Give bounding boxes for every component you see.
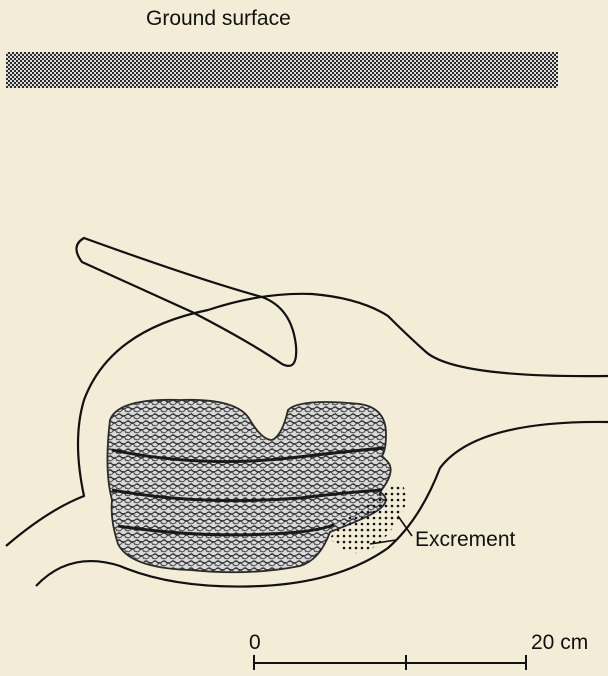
scale-end-label: 20 cm [531, 632, 588, 653]
ground-surface-band [6, 52, 558, 88]
upper-tunnel [76, 238, 296, 366]
scale-bar [254, 655, 526, 670]
ground-surface-label: Ground surface [146, 8, 291, 29]
excrement-label: Excrement [415, 529, 515, 550]
scale-start-label: 0 [249, 632, 261, 653]
